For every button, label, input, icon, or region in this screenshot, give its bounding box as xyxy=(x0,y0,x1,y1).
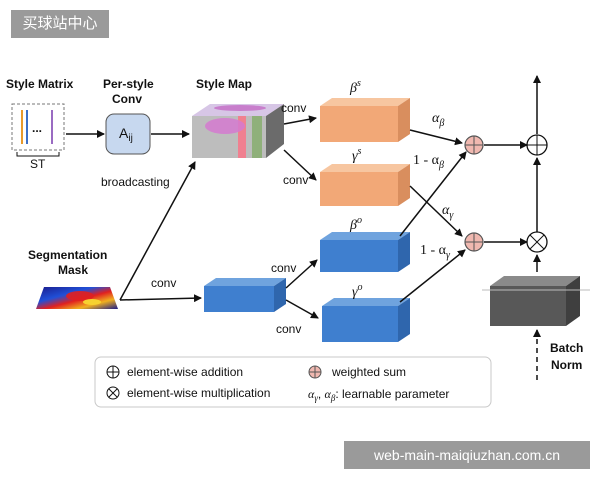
legend-addition: element-wise addition xyxy=(127,365,243,379)
style-map-label: Style Map xyxy=(196,77,252,91)
arrow-mask-to-stylemap xyxy=(119,161,196,301)
arrow-mask-to-feature xyxy=(119,294,202,303)
per-style-conv-label-line1: Per-style xyxy=(103,77,154,91)
segmentation-mask-image xyxy=(36,287,118,309)
watermark-top-left: 买球站中心 xyxy=(11,10,109,38)
arrows xyxy=(66,75,541,380)
segmentation-mask-label-line1: Segmentation xyxy=(28,248,107,262)
arrow-feature-to-beta-o xyxy=(285,259,318,289)
st-label: ST xyxy=(30,157,46,171)
batch-norm-label-line1: Batch xyxy=(550,341,583,355)
weighted-sum-node-beta xyxy=(464,135,484,155)
legend: element-wise addition element-wise multi… xyxy=(94,356,492,408)
per-style-conv-label-line2: Conv xyxy=(112,92,142,106)
style-map-block xyxy=(192,104,284,158)
aij-label: Aij xyxy=(119,125,133,144)
segmentation-feature-block xyxy=(204,278,286,312)
arrow-beta-o-to-wsum xyxy=(399,151,467,237)
alpha-beta-label: αβ xyxy=(432,111,444,129)
legend-params: αγ, αβ: learnable parameter xyxy=(308,387,449,403)
legend-weighted-sum: weighted sum xyxy=(331,365,406,379)
beta-s-label: βs xyxy=(349,78,361,96)
beta-o-block xyxy=(320,232,410,272)
gamma-s-block xyxy=(320,164,410,206)
conv-label-gamma-o: conv xyxy=(276,322,301,336)
gamma-s-label: γs xyxy=(352,146,362,164)
legend-multiplication: element-wise multiplication xyxy=(127,386,270,400)
arrow-feature-to-gamma-o xyxy=(285,299,319,319)
style-matrix-dots: ... xyxy=(32,121,42,135)
gamma-o-label: γo xyxy=(352,282,363,300)
arrow-stylemap-to-gamma-s xyxy=(283,149,317,181)
conv-label-mask: conv xyxy=(151,276,176,290)
arrow-gamma-s-to-wsum xyxy=(409,185,463,237)
arrow-beta-s-to-wsum xyxy=(409,129,463,146)
watermark-bottom-right: web-main-maiqiuzhan.com.cn xyxy=(344,441,590,469)
alpha-gamma-label: αγ xyxy=(442,203,454,221)
conv-label-beta-s: conv xyxy=(281,101,306,115)
arrow-gamma-o-to-wsum xyxy=(399,249,466,303)
batch-norm-label-line2: Norm xyxy=(551,358,582,372)
broadcasting-label: broadcasting xyxy=(101,175,170,189)
weighted-sum-node-gamma xyxy=(464,232,484,252)
addition-node xyxy=(526,134,548,156)
beta-o-label: βo xyxy=(349,215,362,233)
legend-weighted-sum-icon xyxy=(308,365,322,379)
beta-s-block xyxy=(320,98,410,142)
style-matrix: ... ST xyxy=(11,103,65,171)
one-minus-alpha-gamma-label: 1 - αγ xyxy=(420,243,451,261)
legend-addition-icon xyxy=(106,365,120,379)
conv-label-beta-o: conv xyxy=(271,261,296,275)
style-matrix-label: Style Matrix xyxy=(6,77,74,91)
segmentation-mask-label-line2: Mask xyxy=(58,263,88,277)
one-minus-alpha-beta-label: 1 - αβ xyxy=(413,153,444,171)
aij-box xyxy=(105,113,151,155)
multiplication-node xyxy=(526,231,548,253)
arrow-stylemap-to-beta-s xyxy=(283,115,317,125)
conv-label-gamma-s: conv xyxy=(283,173,308,187)
gamma-o-block xyxy=(322,298,410,342)
legend-multiplication-icon xyxy=(106,386,120,400)
batch-norm-block xyxy=(482,276,590,326)
